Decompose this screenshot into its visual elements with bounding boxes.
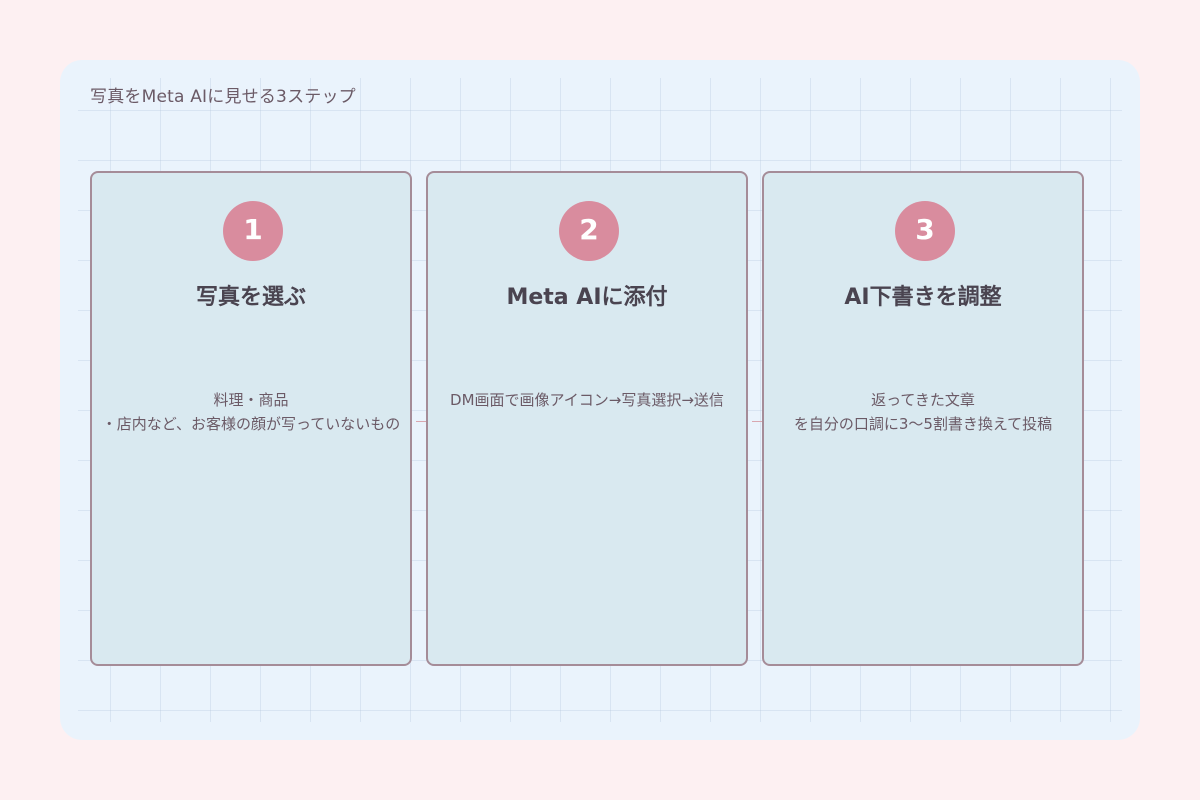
diagram-panel: 写真をMeta AIに見せる3ステップ 1 写真を選ぶ 料理・商品 ・店内など、… — [60, 60, 1140, 740]
step-title: Meta AIに添付 — [506, 285, 668, 310]
step-description-line: 料理・商品 — [213, 391, 289, 409]
step-description-line: 返ってきた文章 — [871, 391, 975, 409]
step-number-badge: 1 — [223, 201, 283, 261]
step-number-badge: 3 — [895, 201, 955, 261]
step-card-2: 2 Meta AIに添付 DM画面で画像アイコン→写真選択→送信 — [426, 171, 748, 666]
step-card-1: 1 写真を選ぶ 料理・商品 ・店内など、お客様の顔が写っていないもの — [90, 171, 412, 666]
diagram-title: 写真をMeta AIに見せる3ステップ — [90, 87, 356, 107]
step-title: 写真を選ぶ — [195, 285, 306, 310]
step-number-badge: 2 — [559, 201, 619, 261]
step-description: 返ってきた文章 を自分の口調に3〜5割書き換えて投稿 — [764, 388, 1082, 436]
connector-2-3 — [752, 421, 764, 422]
step-description: 料理・商品 ・店内など、お客様の顔が写っていないもの — [92, 388, 410, 436]
step-card-3: 3 AI下書きを調整 返ってきた文章 を自分の口調に3〜5割書き換えて投稿 — [762, 171, 1084, 666]
step-title: AI下書きを調整 — [844, 285, 1002, 310]
step-description-line: DM画面で画像アイコン→写真選択→送信 — [450, 391, 724, 409]
connector-1-2 — [416, 421, 428, 422]
step-description: DM画面で画像アイコン→写真選択→送信 — [428, 388, 746, 412]
step-description-line: ・店内など、お客様の顔が写っていないもの — [101, 415, 401, 433]
step-description-line: を自分の口調に3〜5割書き換えて投稿 — [793, 415, 1053, 433]
